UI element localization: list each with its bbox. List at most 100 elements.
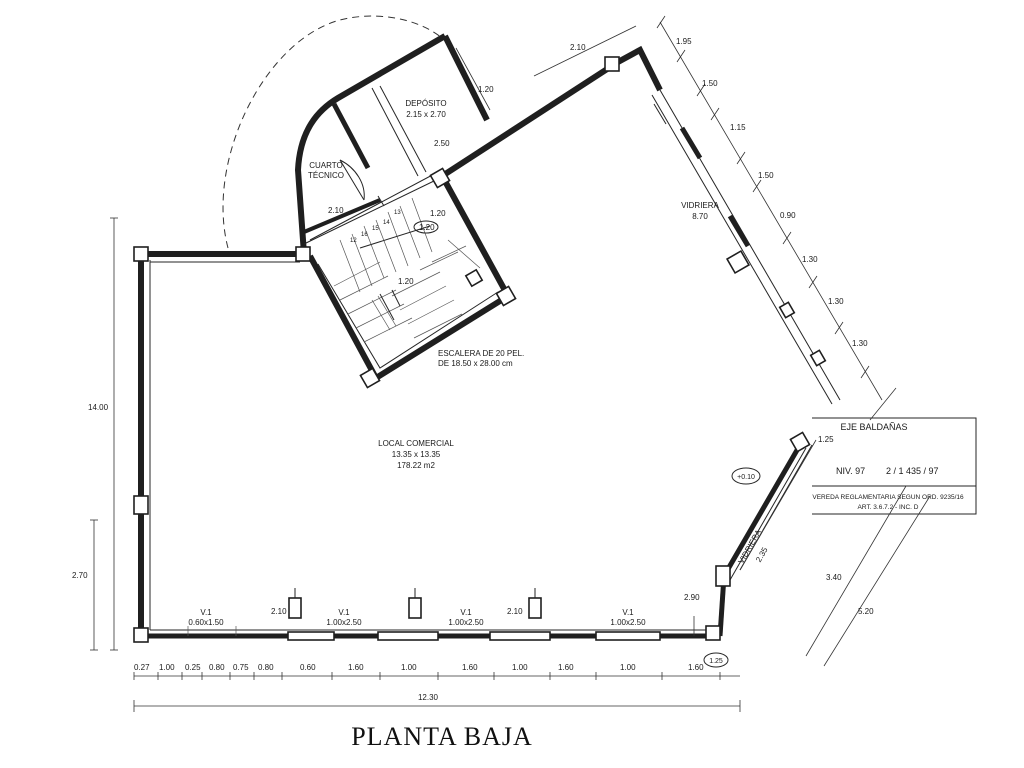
dim-text: 0.25	[185, 663, 201, 672]
dim-text: 0.90	[780, 211, 796, 220]
dim-text: 1.60	[348, 663, 364, 672]
vidriera-main-size: 8.70	[692, 212, 708, 221]
dim-text: 1.20	[430, 209, 446, 218]
dim-text: 2.10	[328, 206, 344, 215]
dim-text: 1.30	[852, 339, 868, 348]
dim-text: 2.70	[72, 571, 88, 580]
vidriera-main-name: VIDRIERA	[681, 201, 719, 210]
stair-block	[307, 170, 512, 383]
dim-text: 2.10	[507, 607, 523, 616]
local-area: 178.22 m2	[397, 461, 435, 470]
window-size: 0.60x1.50	[188, 618, 224, 627]
column	[778, 301, 796, 319]
stair-marker	[413, 220, 439, 234]
dim-text: 1.60	[558, 663, 574, 672]
cuarto-line2: TÉCNICO	[308, 171, 344, 180]
vidriera-small-size: 2.35	[754, 545, 770, 563]
bottom-dimension-chain: 0.27 1.00 0.25 0.80 0.75 0.80 0.60 1.60 …	[134, 663, 704, 672]
niv-label: NIV. 97	[836, 466, 865, 476]
dim-text: 1.20	[478, 85, 494, 94]
deposito-size: 2.15 x 2.70	[406, 110, 446, 119]
column	[133, 246, 149, 262]
dim-text: 1.00	[401, 663, 417, 672]
dim-text: 1.20	[398, 277, 414, 286]
niv-value: 2 / 1 435 / 97	[886, 466, 939, 476]
window-code: V.1	[460, 608, 472, 617]
column	[133, 627, 149, 643]
door-swing-arc	[222, 15, 443, 249]
dim-text: 1.95	[676, 37, 692, 46]
dim-text: 1.60	[462, 663, 478, 672]
dim-text: 1.30	[802, 255, 818, 264]
dim-text: 14.00	[88, 403, 109, 412]
column	[809, 349, 827, 367]
step-number: 14	[383, 220, 390, 226]
dim-text: 12.30	[418, 693, 439, 702]
column	[464, 268, 484, 288]
columns	[133, 56, 827, 643]
bottom-window-frames	[187, 588, 661, 641]
room-labels: DEPÓSITO 2.15 x 2.70 CUARTO TÉCNICO LOCA…	[308, 99, 770, 565]
window-size: 1.00x2.50	[326, 618, 362, 627]
dim-text: 1.25	[818, 435, 834, 444]
cuarto-line1: CUARTO	[309, 161, 343, 170]
dim-text: 3.40	[826, 573, 842, 582]
dim-text: 0.75	[233, 663, 249, 672]
step-number: 12	[350, 238, 357, 244]
window-code: V.1	[338, 608, 350, 617]
stair-step-numbers: 12 16 15 14 13	[350, 210, 401, 244]
dimension-lines	[93, 21, 931, 707]
dim-text: 1.00	[159, 663, 175, 672]
dim-text: 2.10	[271, 607, 287, 616]
corner-marker-text: 1.25	[709, 658, 723, 665]
column	[429, 167, 451, 189]
window-code: V.1	[200, 608, 212, 617]
escalera-line1: ESCALERA DE 20 PEL.	[438, 349, 524, 358]
window-code: V.1	[622, 608, 634, 617]
escalera-line2: DE 18.50 x 28.00 cm	[438, 359, 513, 368]
column	[133, 495, 149, 515]
deposito-name: DEPÓSITO	[405, 99, 446, 108]
column	[715, 565, 731, 587]
info-box	[812, 417, 977, 515]
dimension-ticks	[90, 15, 870, 712]
step-number: 13	[394, 210, 401, 216]
step-number: 16	[361, 232, 368, 238]
dim-text: 1.00	[512, 663, 528, 672]
dimension-texts: 2.10 1.95 1.50 1.15 1.50 0.90 1.30 1.30 …	[72, 37, 874, 702]
window-size: 1.00x2.50	[448, 618, 484, 627]
dim-text: 1.20	[419, 223, 435, 232]
info-box-text: EJE BALDAÑAS NIV. 97 2 / 1 435 / 97 VERE…	[812, 422, 964, 511]
vereda-note-1: VEREDA REGLAMENTARIA SEGUN ORD. 9235/16	[812, 494, 964, 501]
window-size: 1.00x2.50	[610, 618, 646, 627]
eje-label: EJE BALDAÑAS	[840, 422, 907, 432]
column	[604, 56, 620, 72]
dim-text: 0.60	[300, 663, 316, 672]
dim-text: 2.50	[434, 139, 450, 148]
dim-text: 0.27	[134, 663, 150, 672]
dim-text: 1.50	[758, 171, 774, 180]
dim-text: 1.30	[828, 297, 844, 306]
local-size: 13.35 x 13.35	[392, 450, 441, 459]
vereda-note-2: ART. 3.6.7.2 - INC. D	[858, 504, 919, 511]
vidriera-main-frame	[653, 103, 751, 248]
step-number: 15	[372, 226, 379, 232]
level-marker	[731, 467, 761, 485]
plan-title: PLANTA BAJA	[351, 722, 533, 751]
dim-text: 2.90	[684, 593, 700, 602]
column	[725, 249, 751, 275]
column	[359, 367, 381, 389]
corner-marker	[703, 652, 729, 668]
column	[705, 625, 721, 641]
dim-text: 0.80	[258, 663, 274, 672]
dim-text: 1.60	[688, 663, 704, 672]
level-marker-text: +0.10	[737, 474, 755, 481]
dim-text: 2.10	[570, 43, 586, 52]
column	[495, 285, 517, 307]
column	[295, 246, 311, 262]
dim-text: 1.50	[702, 79, 718, 88]
deposito-walls	[303, 85, 427, 234]
dim-text: 1.15	[730, 123, 746, 132]
local-name: LOCAL COMERCIAL	[378, 439, 454, 448]
